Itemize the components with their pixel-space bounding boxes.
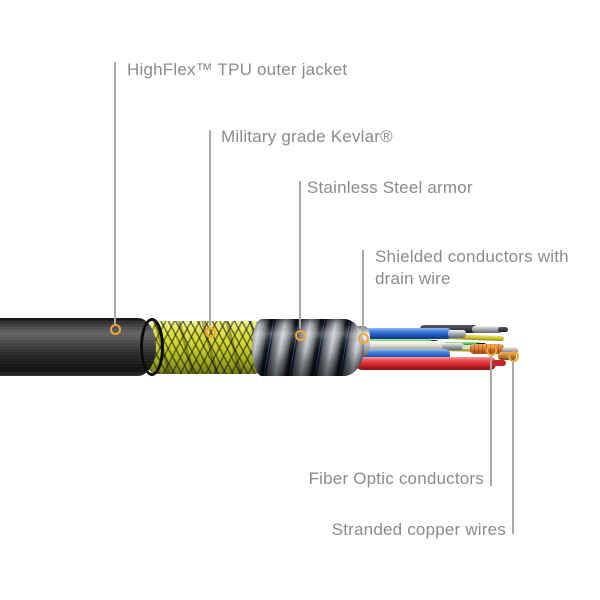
ferrule-white-wire bbox=[442, 343, 464, 350]
wire-blue-top bbox=[364, 328, 452, 339]
outer-jacket-layer bbox=[0, 318, 156, 376]
steel-armor-layer bbox=[252, 319, 364, 376]
marker-armor-ring bbox=[294, 329, 306, 341]
wire-copper-strands bbox=[498, 352, 516, 360]
leader-line-kevlar bbox=[209, 130, 211, 326]
marker-copper-ring bbox=[507, 350, 519, 362]
tip-drain-wire bbox=[498, 327, 508, 332]
wire-red bbox=[356, 357, 496, 370]
ferrule-fiber-optic bbox=[502, 347, 518, 354]
ferrule-blue-wire bbox=[448, 330, 466, 338]
leader-line-copper bbox=[512, 362, 514, 534]
marker-shielded-ring bbox=[357, 332, 369, 344]
marker-fiber-ring bbox=[485, 344, 497, 356]
leader-line-fiber bbox=[490, 356, 492, 486]
label-shielded-line2: drain wire bbox=[375, 269, 451, 288]
label-fiber-optic: Fiber Optic conductors bbox=[308, 469, 484, 488]
label-armor: Stainless Steel armor bbox=[307, 178, 473, 197]
label-shielded-line1: Shielded conductors with bbox=[375, 247, 569, 266]
label-outer-jacket: HighFlex™ TPU outer jacket bbox=[127, 60, 348, 79]
leader-line-armor bbox=[299, 181, 301, 329]
label-kevlar: Military grade Kevlar® bbox=[221, 127, 393, 146]
label-copper-wires: Stranded copper wires bbox=[331, 520, 506, 539]
marker-kevlar-ring bbox=[204, 326, 216, 338]
label-shielded-conductors: Shielded conductors with drain wire bbox=[375, 246, 569, 290]
ferrule-drain-wire bbox=[472, 326, 502, 333]
marker-jacket-ring bbox=[110, 324, 121, 335]
tip-red-thin bbox=[492, 360, 506, 366]
wire-white bbox=[362, 341, 446, 350]
leader-line-jacket bbox=[114, 62, 116, 324]
jacket-cut-rim bbox=[140, 318, 164, 376]
leader-line-shielded bbox=[362, 250, 364, 332]
